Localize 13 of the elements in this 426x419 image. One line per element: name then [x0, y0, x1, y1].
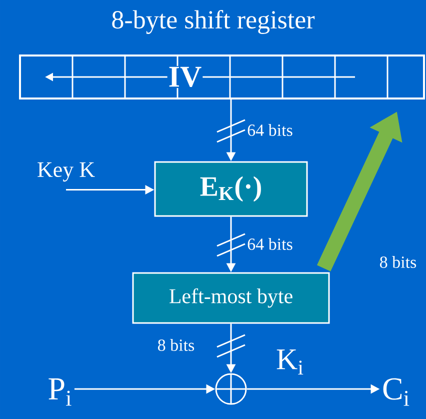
xor-symbol — [215, 373, 247, 405]
process-box: Left-most byte — [132, 272, 330, 324]
signal-label: K$_{i}$ — [276, 350, 304, 374]
output-label: C$_{i}$ — [383, 378, 410, 406]
shift-register: IV — [19, 54, 425, 100]
input-label: Key K — [38, 162, 95, 182]
edge-label: 8 bits — [156, 338, 196, 352]
edge-label: 64 bits — [246, 123, 294, 137]
input-label: P$_{i}$ — [48, 378, 72, 406]
encryption-box: E$_{K}$(·) — [154, 161, 308, 217]
edge-label: 8 bits — [378, 255, 418, 269]
title: 8-byte shift register — [112, 10, 315, 34]
edge-label: 64 bits — [246, 237, 294, 251]
